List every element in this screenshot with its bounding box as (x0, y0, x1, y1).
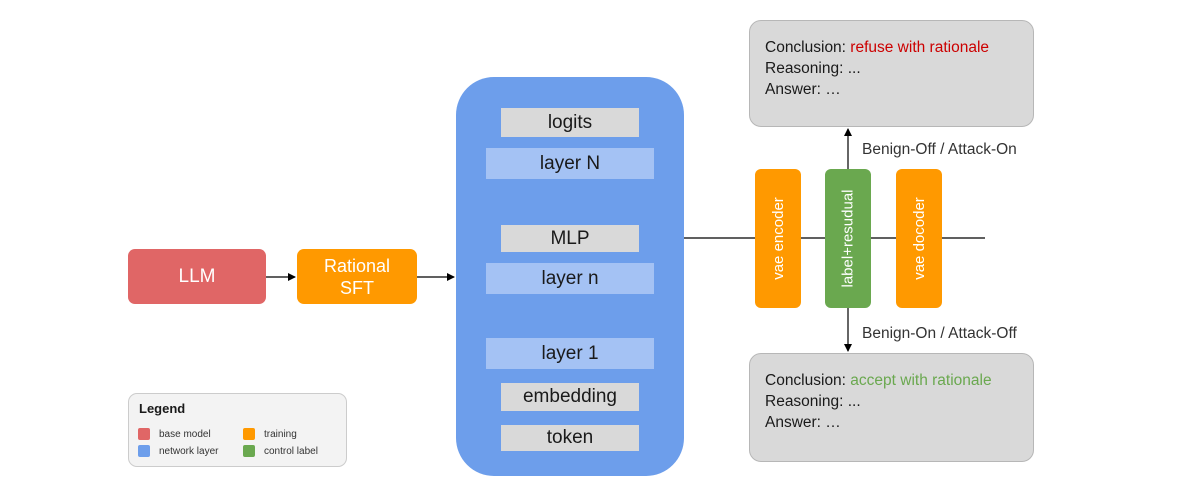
layer-N-label: layer N (539, 152, 601, 174)
layer-n-label: layer n (541, 267, 599, 289)
vae-encoder-node: vae encoder (755, 169, 801, 308)
legend-swatch (243, 428, 255, 440)
logits-layer: logits (501, 108, 639, 137)
embedding-label: embedding (522, 386, 618, 407)
answer-line: Answer: … (765, 414, 841, 431)
legend-item-network-layer: network layer (138, 445, 218, 457)
reasoning-line: Reasoning: ... (765, 393, 861, 410)
legend-title: Legend (139, 401, 186, 416)
edge-label-down: Benign-On / Attack-Off (862, 325, 1017, 342)
rational-sft-node: Rational SFT (297, 249, 417, 304)
answer-line: Answer: … (765, 81, 841, 98)
vae-decoder-label: vae docoder (910, 197, 928, 280)
reasoning-line: Reasoning: ... (765, 60, 861, 77)
legend-label: base model (159, 428, 211, 440)
mlp-layer: MLP (501, 225, 639, 252)
mlp-label: MLP (550, 227, 590, 249)
conclusion-line: Conclusion: refuse with rationale (765, 37, 1033, 58)
legend-swatch (138, 445, 150, 457)
vae-decoder-node: vae docoder (896, 169, 942, 308)
control-label-text: label+resudual (839, 189, 857, 288)
layer-n: layer n (486, 263, 654, 294)
conclusion-prefix: Conclusion: (765, 39, 851, 56)
legend: Legend base model training network layer… (128, 393, 347, 467)
legend-item-training: training (243, 428, 297, 440)
edge-label-up: Benign-Off / Attack-On (862, 141, 1017, 158)
legend-label: control label (264, 445, 318, 457)
embedding-layer: embedding (501, 383, 639, 411)
layer-N: layer N (486, 148, 654, 179)
legend-label: training (264, 428, 297, 440)
legend-item-base-model: base model (138, 428, 211, 440)
legend-swatch (243, 445, 255, 457)
llm-node: LLM (128, 249, 266, 304)
output-accept-box: Conclusion: accept with rationale Reason… (749, 353, 1034, 462)
legend-swatch (138, 428, 150, 440)
token-label: token (546, 427, 594, 448)
conclusion-prefix: Conclusion: (765, 372, 851, 389)
control-label-node: label+resudual (825, 169, 871, 308)
sft-label-line1: Rational (323, 255, 391, 276)
conclusion-value-refuse: refuse with rationale (850, 39, 990, 56)
token-layer: token (501, 425, 639, 451)
legend-label: network layer (159, 445, 219, 457)
legend-item-control-label: control label (243, 445, 318, 457)
sft-label-line2: SFT (340, 277, 374, 298)
logits-label: logits (547, 111, 593, 133)
conclusion-line: Conclusion: accept with rationale (765, 370, 1033, 391)
vae-encoder-label: vae encoder (769, 197, 787, 280)
conclusion-value-accept: accept with rationale (850, 372, 992, 389)
layer-1: layer 1 (486, 338, 654, 369)
layer-1-label: layer 1 (541, 342, 599, 364)
llm-label: LLM (178, 265, 216, 287)
output-refuse-box: Conclusion: refuse with rationale Reason… (749, 20, 1034, 127)
